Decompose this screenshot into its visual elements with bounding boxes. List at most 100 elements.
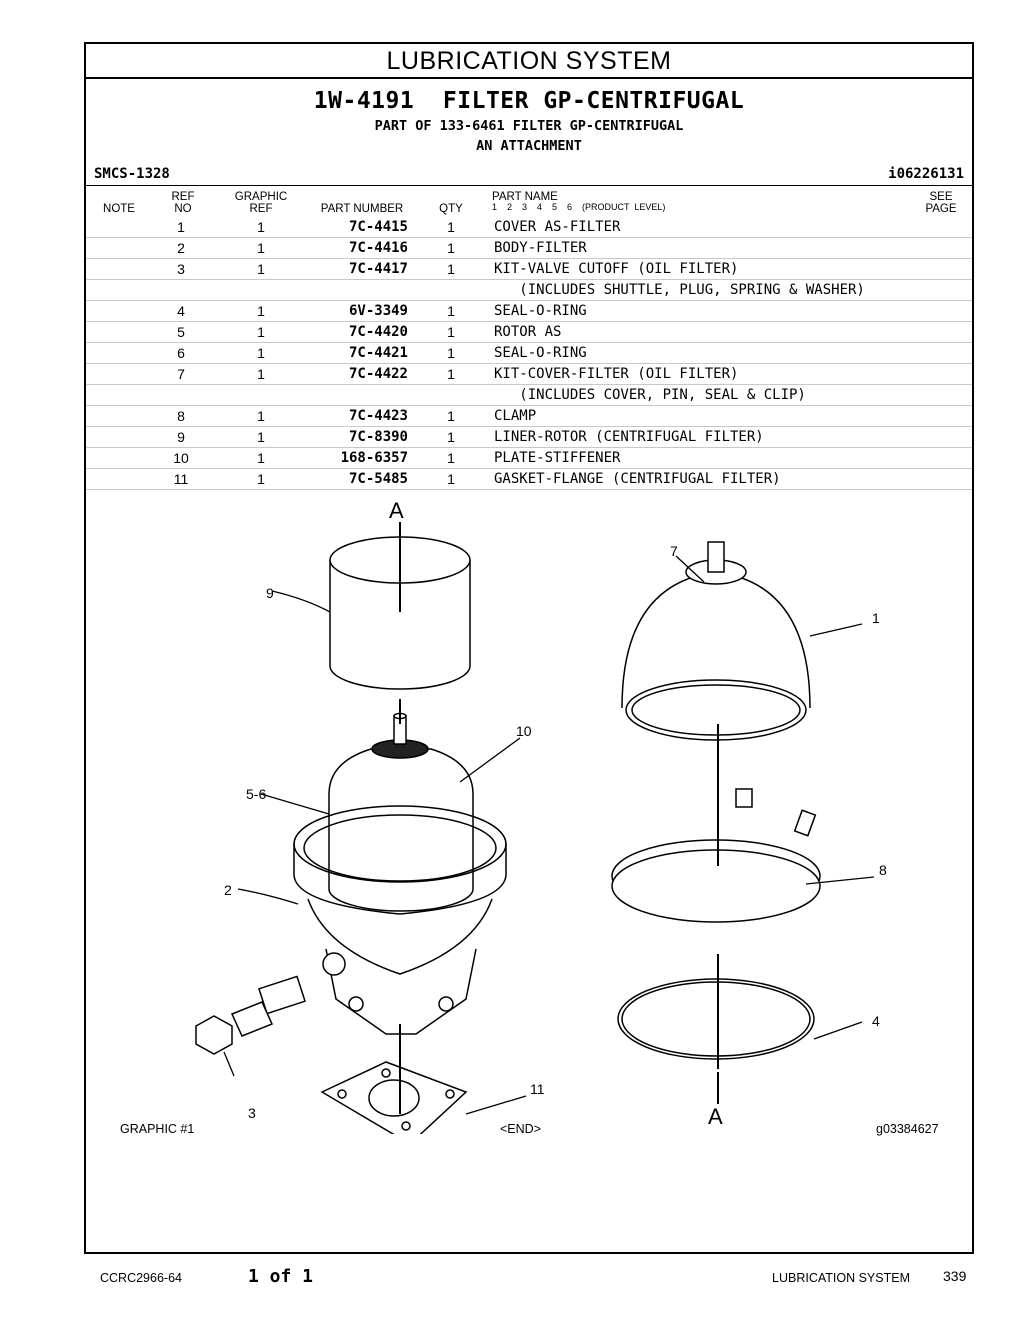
quantity: 1 <box>447 219 455 235</box>
cutoff-valve <box>258 975 306 1015</box>
table-row: 1 1 7C-4415 1 COVER AS-FILTER <box>86 216 972 238</box>
table-row: (INCLUDES SHUTTLE, PLUG, SPRING & WASHER… <box>86 279 972 301</box>
part-of-line: PART OF 133-6461 FILTER GP-CENTRIFUGAL <box>374 118 684 134</box>
ref-no: 4 <box>177 303 185 319</box>
ref-no: 10 <box>173 450 189 466</box>
ref-no: 9 <box>177 429 185 445</box>
graphic-ref: 1 <box>257 324 265 340</box>
section-title: LUBRICATION SYSTEM <box>86 44 972 79</box>
col-part-number: PART NUMBER <box>320 203 404 215</box>
part-number: 7C-4423 <box>348 408 408 424</box>
col-see-1: SEE <box>929 191 953 203</box>
header-rule <box>86 185 972 186</box>
ref-no: 3 <box>177 261 185 277</box>
quantity: 1 <box>447 324 455 340</box>
part-number: 168-6357 <box>340 450 408 466</box>
attachment-line: AN ATTACHMENT <box>476 138 582 154</box>
part-name: COVER AS-FILTER <box>494 219 621 235</box>
col-product-levels: 1 2 3 4 5 6 (PRODUCT LEVEL) <box>492 202 666 212</box>
graphic-ref: 1 <box>257 408 265 424</box>
end-marker: <END> <box>500 1122 541 1136</box>
graphic-ref: 1 <box>257 219 265 235</box>
part-number: 7C-4415 <box>348 219 408 235</box>
part-number: 7C-4422 <box>348 366 408 382</box>
table-row: 6 1 7C-4421 1 SEAL-O-RING <box>86 342 972 364</box>
footer-section: LUBRICATION SYSTEM <box>772 1271 910 1285</box>
part-name: CLAMP <box>494 408 537 424</box>
part-name: KIT-VALVE CUTOFF (OIL FILTER) <box>494 261 739 277</box>
callout-7: 7 <box>670 543 678 559</box>
part-number: 6V-3349 <box>348 303 408 319</box>
ref-no: 1 <box>177 219 185 235</box>
callout-1: 1 <box>872 610 880 626</box>
col-graphic-1: GRAPHIC <box>234 191 288 203</box>
graphic-ref: 1 <box>257 429 265 445</box>
graphic-ref: 1 <box>257 471 265 487</box>
quantity: 1 <box>447 303 455 319</box>
document-number: CCRC2966-64 <box>100 1271 182 1285</box>
part-name: ROTOR AS <box>494 324 562 340</box>
quantity: 1 <box>447 408 455 424</box>
graphic-ref: 1 <box>257 261 265 277</box>
part-name: SEAL-O-RING <box>494 345 587 361</box>
callout-4: 4 <box>872 1013 880 1029</box>
col-ref-2: NO <box>174 203 192 215</box>
group-title: 1W-4191 FILTER GP-CENTRIFUGAL <box>313 88 745 114</box>
quantity: 1 <box>447 345 455 361</box>
callout-9: 9 <box>266 585 274 601</box>
part-name: LINER-ROTOR (CENTRIFUGAL FILTER) <box>494 429 764 445</box>
part-number: 7C-4420 <box>348 324 408 340</box>
table-row: 4 1 6V-3349 1 SEAL-O-RING <box>86 300 972 322</box>
graphic-ref: 1 <box>257 345 265 361</box>
liner-rotor <box>329 560 471 690</box>
smcs-code: SMCS-1328 <box>94 166 170 182</box>
col-ref-1: REF <box>171 191 195 203</box>
callout-10: 10 <box>516 723 532 739</box>
col-see-2: PAGE <box>925 203 957 215</box>
page-number: 339 <box>943 1268 967 1284</box>
ref-no: 7 <box>177 366 185 382</box>
graphic-caption: GRAPHIC #1 <box>120 1122 195 1136</box>
col-note: NOTE <box>103 203 135 215</box>
graphic-id: g03384627 <box>876 1122 939 1136</box>
quantity: 1 <box>447 429 455 445</box>
page-count: 1 of 1 <box>248 1266 314 1287</box>
col-qty: QTY <box>439 203 463 215</box>
ref-no: 6 <box>177 345 185 361</box>
col-part-name: PART NAME <box>492 191 558 203</box>
callout-11: 11 <box>530 1081 545 1097</box>
ref-no: 11 <box>173 471 189 487</box>
callout-2: 2 <box>224 882 232 898</box>
part-name: PLATE-STIFFENER <box>494 450 621 466</box>
col-graphic-2: REF <box>249 203 273 215</box>
rotor-assembly <box>328 794 474 912</box>
part-number: 7C-4417 <box>348 261 408 277</box>
exploded-view-illustration: 9 5-6 2 3 10 7 1 8 4 11 A A <box>195 498 887 1134</box>
filter-body <box>293 844 507 915</box>
table-row: (INCLUDES COVER, PIN, SEAL & CLIP) <box>86 384 972 406</box>
section-marker-top: A <box>389 498 404 523</box>
callout-8: 8 <box>879 862 887 878</box>
section-marker-bottom: A <box>708 1104 723 1129</box>
part-name: (INCLUDES COVER, PIN, SEAL & CLIP) <box>494 387 806 403</box>
graphic-ref: 1 <box>257 366 265 382</box>
part-name: KIT-COVER-FILTER (OIL FILTER) <box>494 366 739 382</box>
part-number: 7C-4416 <box>348 240 408 256</box>
table-row: 9 1 7C-8390 1 LINER-ROTOR (CENTRIFUGAL FILTE… <box>86 426 972 448</box>
graphic-ref: 1 <box>257 303 265 319</box>
part-name: SEAL-O-RING <box>494 303 587 319</box>
callout-3: 3 <box>248 1105 256 1121</box>
ref-no: 5 <box>177 324 185 340</box>
quantity: 1 <box>447 261 455 277</box>
table-row: 3 1 7C-4417 1 KIT-VALVE CUTOFF (OIL FILTER) <box>86 258 972 280</box>
quantity: 1 <box>447 450 455 466</box>
part-number: 7C-8390 <box>348 429 408 445</box>
graphic-ref: 1 <box>257 240 265 256</box>
part-number: 7C-4421 <box>348 345 408 361</box>
part-name: (INCLUDES SHUTTLE, PLUG, SPRING & WASHER… <box>494 282 865 298</box>
